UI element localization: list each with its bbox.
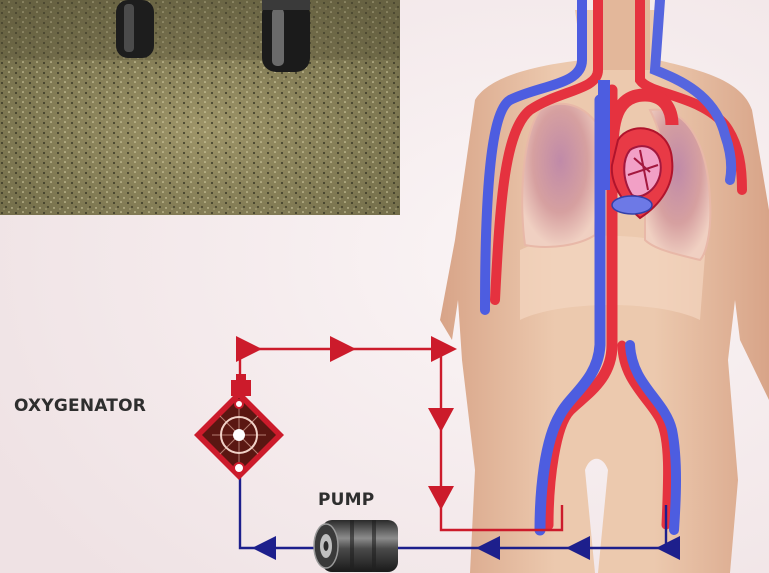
floor-photo (0, 0, 400, 215)
pump-icon (314, 520, 398, 572)
left-lung (522, 104, 598, 247)
oxygenator-label: OXYGENATOR (14, 396, 146, 416)
chair-wheel-right (262, 0, 310, 72)
chair-wheel-left (116, 0, 154, 58)
pump-label: PUMP (318, 490, 374, 510)
